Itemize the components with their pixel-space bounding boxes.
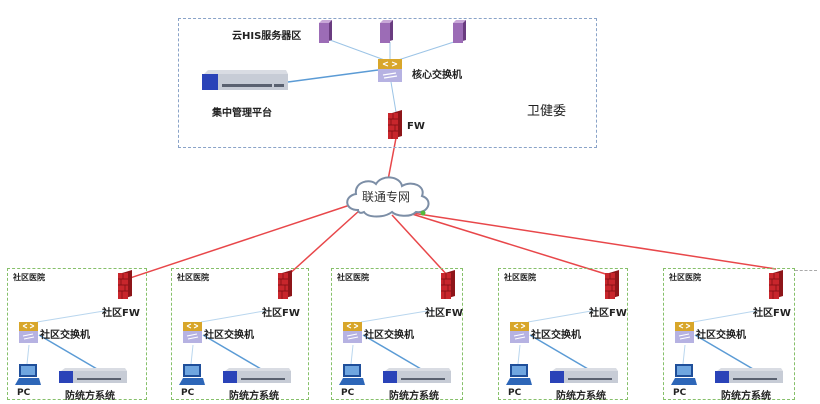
server-icon (319, 20, 332, 43)
server-icon (380, 20, 393, 43)
link-cloud-site1 (123, 204, 351, 281)
link-cloud-site4 (411, 213, 613, 277)
link-cloud-site5 (411, 212, 777, 270)
server-icon (453, 20, 466, 43)
management-platform-icon (202, 70, 288, 90)
region-label: 卫健委 (527, 104, 567, 119)
link-server3-core (391, 39, 461, 63)
link-server1-core (329, 39, 391, 63)
hq-firewall-label: FW (407, 121, 425, 132)
hq-zone (178, 18, 597, 148)
core-switch-icon (378, 59, 402, 82)
link-cloud-site3 (391, 214, 449, 277)
hq-firewall-icon (388, 110, 402, 139)
cloud-icon (346, 176, 430, 218)
core-switch-label: 核心交换机 (412, 70, 462, 81)
link-mgmt-core (287, 69, 379, 83)
link-fw-cloud (387, 137, 397, 181)
cloud-label: 联通专网 (362, 190, 411, 204)
link-core-fw (390, 81, 397, 113)
decorative-dash (795, 270, 817, 272)
link-cloud-site2 (286, 209, 361, 277)
management-platform-label: 集中管理平台 (212, 108, 272, 119)
server-zone-label: 云HIS服务器区 (232, 31, 302, 42)
